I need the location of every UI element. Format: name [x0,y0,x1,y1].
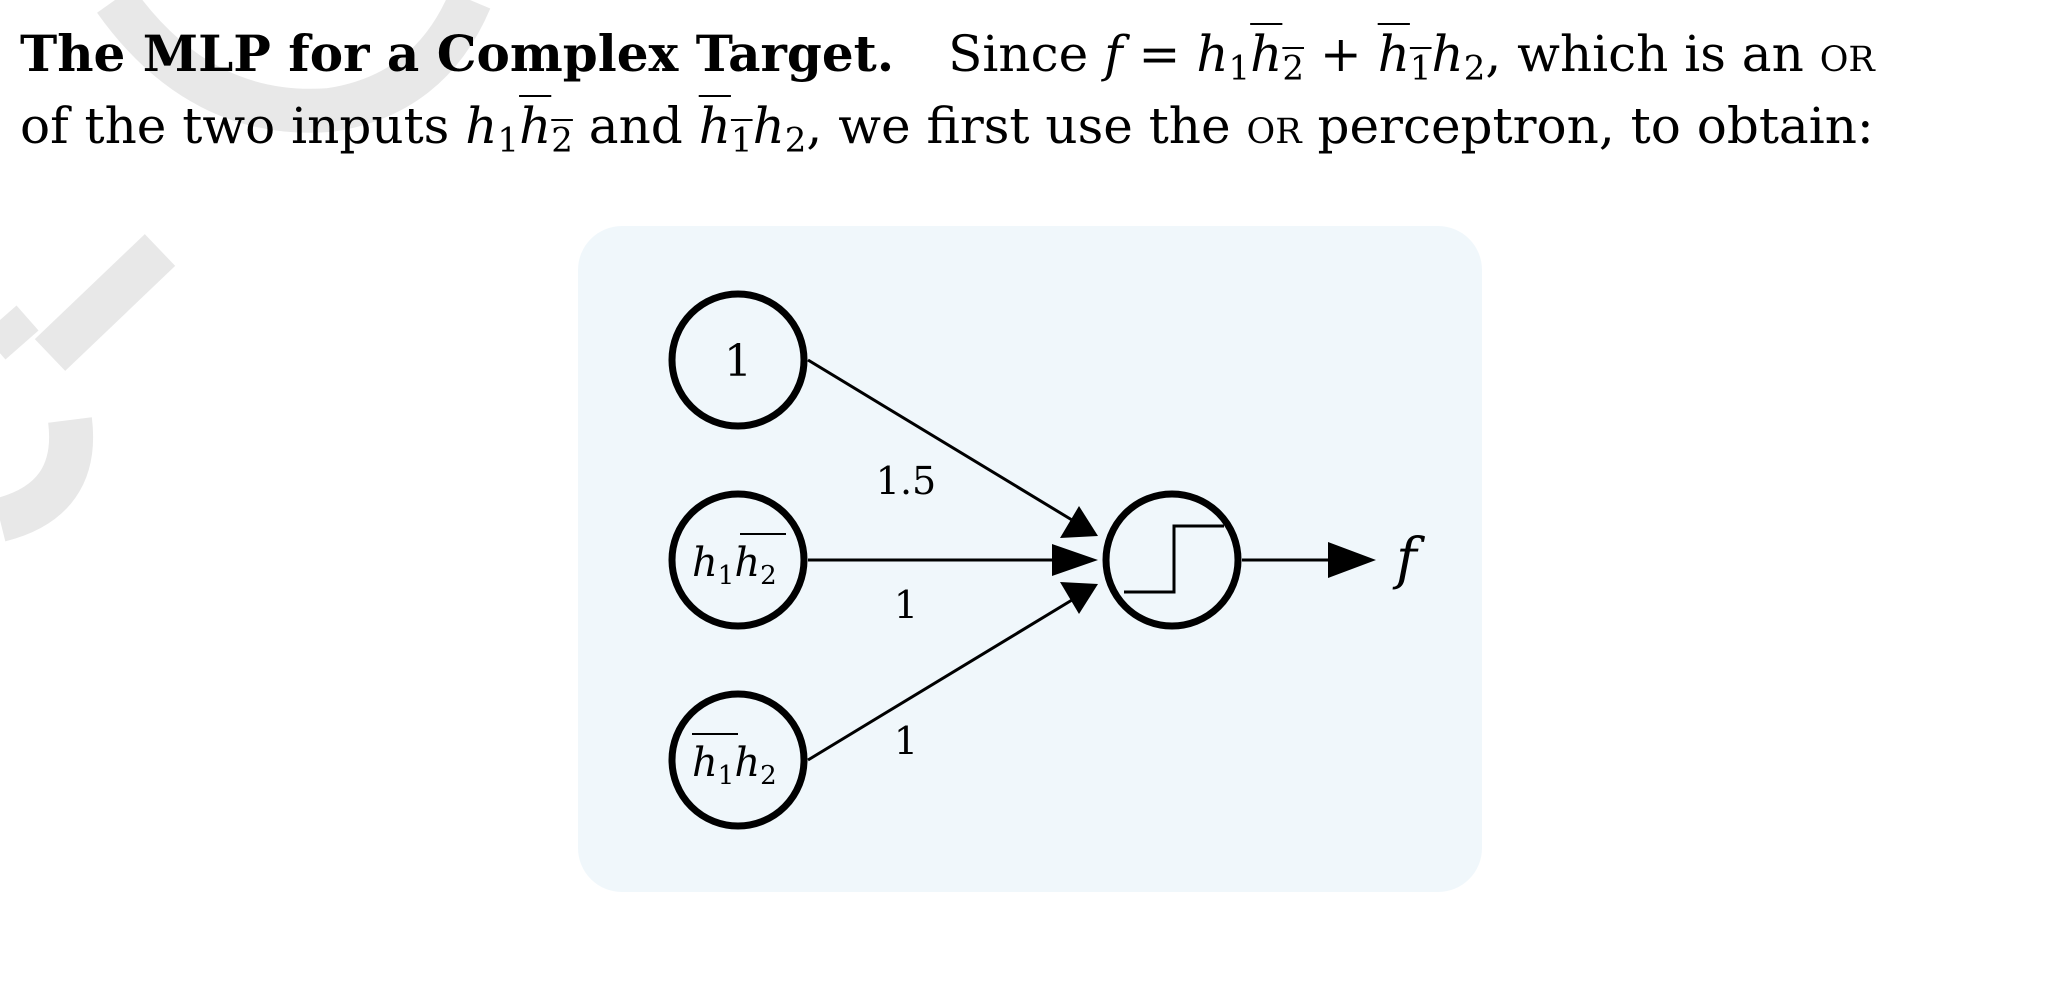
bias-node: 1 [668,290,808,430]
step-function-icon [1124,524,1224,594]
weight-label-input-1: 1 [894,583,918,627]
svg-text:h1h2: h1h2 [692,740,777,791]
svg-text:h1h2: h1h2 [692,540,777,591]
edge-input-1 [808,544,1098,576]
weight-label-input-2: 1 [894,719,918,763]
paragraph: The MLP for a Complex Target.Since f = h… [20,18,2050,162]
edge-output [1242,542,1376,578]
weight-label-bias: 1.5 [876,459,936,503]
edge-bias [807,358,1098,538]
input-node-h1-not-h2: h1h2 [668,490,808,630]
output-node [1102,490,1242,630]
bias-node-label: 1 [724,336,752,387]
paragraph-line-2: of the two inputs h1h2 and h1h2, we firs… [20,97,1874,161]
paragraph-line-1: The MLP for a Complex Target.Since f = h… [20,24,1875,89]
input-node-not-h1-h2: h1h2 [668,690,808,830]
output-label: f [1392,527,1426,592]
paragraph-heading: The MLP for a Complex Target. [20,24,895,83]
edge-input-2 [807,582,1098,762]
